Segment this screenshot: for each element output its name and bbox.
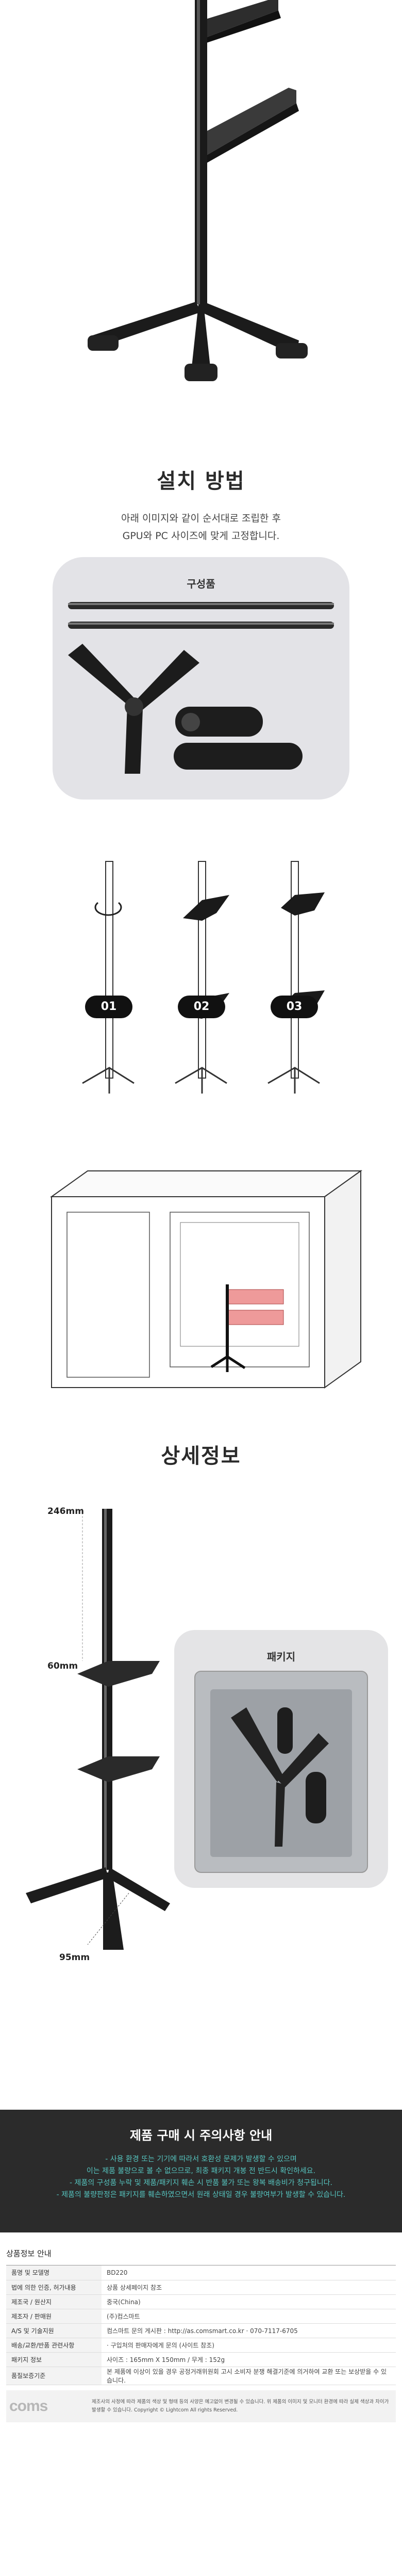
caution-line-4: - 제품의 불량판정은 패키지를 훼손하였으면서 원래 상태일 경우 불량여부가… (56, 2191, 346, 2199)
info-row-key: 품명 및 모델명 (6, 2265, 102, 2280)
info-row-value: · 구입처의 판매자에게 문의 (사이트 참조) (102, 2338, 396, 2353)
package-illustration (194, 1671, 368, 1873)
step-2-label: 02 (178, 996, 225, 1018)
info-row-key: 제조국 / 원산지 (6, 2294, 102, 2309)
install-desc-line2: GPU와 PC 사이즈에 맞게 고정합니다. (122, 530, 280, 542)
install-title: 설치 방법 (157, 469, 245, 493)
info-row-key: 제조자 / 판매원 (6, 2309, 102, 2324)
package-box: 패키지 (174, 1630, 388, 1888)
dimension-height-label: 246mm (47, 1506, 84, 1517)
info-row-key: 품질보증기준 (6, 2367, 102, 2385)
caution-line-3: - 제품의 구성품 누락 및 제품/패키지 훼손 시 반품 불가 또는 왕복 배… (70, 2179, 332, 2187)
dimension-width-label: 60mm (47, 1661, 78, 1671)
caution-title: 제품 구매 시 주의사항 안내 (129, 2128, 273, 2143)
caution-section: 제품 구매 시 주의사항 안내 - 사용 환경 또는 기기에 따라서 호환성 문… (0, 2110, 402, 2232)
info-row-value: 중국(China) (102, 2294, 396, 2309)
components-illustration (68, 602, 334, 774)
info-row-value: 컴스마트 문의 게시판 : http://as.comsmart.co.kr ·… (102, 2323, 396, 2338)
package-label: 패키지 (266, 1651, 296, 1663)
caution-line-2: 이는 제품 불량으로 볼 수 없으므로, 최종 패키지 개봉 전 반드시 확인하… (86, 2167, 316, 2175)
spec-title: 상세정보 (161, 1444, 241, 1468)
info-row-value: (주)컴스마트 (102, 2309, 396, 2324)
install-section: 설치 방법 아래 이미지와 같이 순서대로 조립한 후 GPU와 PC 사이즈에… (0, 413, 402, 1166)
pc-case-illustration (49, 1170, 363, 1389)
info-table-row: 배송/교환/반품 관련사항· 구입처의 판매자에게 문의 (사이트 참조) (6, 2338, 396, 2353)
footer-notice: 제조사의 사정에 따라 제품의 색상 및 형태 등의 사양은 예고없이 변경될 … (92, 2399, 389, 2413)
components-box: 구성품 (53, 557, 349, 800)
assembly-steps-illustration (82, 861, 325, 1094)
step-1-label: 01 (85, 996, 132, 1018)
footer: coms 제조사의 사정에 따라 제품의 색상 및 형태 등의 사양은 예고없이… (6, 2390, 396, 2422)
info-row-value: 사이즈 : 165mm X 150mm / 무게 : 152g (102, 2352, 396, 2367)
stand-dimension-illustration (26, 1509, 170, 1950)
info-row-value: 본 제품에 이상이 있을 경우 공정거래위원회 고시 소비자 분쟁 해결기준에 … (102, 2367, 396, 2385)
hero-section (0, 0, 402, 413)
components-label: 구성품 (187, 578, 215, 590)
install-description: 아래 이미지와 같이 순서대로 조립한 후 GPU와 PC 사이즈에 맞게 고정… (0, 510, 402, 545)
info-row-key: A/S 및 기술지원 (6, 2323, 102, 2338)
info-row-key: 법에 의한 인증, 허가내용 (6, 2280, 102, 2295)
spec-section: 상세정보 246mm 60mm 95mm 패키지 (0, 1403, 402, 2110)
step-3-label: 03 (271, 996, 318, 1018)
info-row-key: 배송/교환/반품 관련사항 (6, 2338, 102, 2353)
install-desc-line1: 아래 이미지와 같이 순서대로 조립한 후 (121, 513, 281, 524)
caution-list: - 사용 환경 또는 기기에 따라서 호환성 문제가 발생할 수 있으며 이는 … (36, 2154, 366, 2201)
stand-hero-illustration (0, 0, 402, 413)
pc-case-section (0, 1166, 402, 1403)
caution-line-1: - 사용 환경 또는 기기에 따라서 호환성 문제가 발생할 수 있으며 (105, 2155, 297, 2163)
info-row-value: 상품 상세페이지 참조 (102, 2280, 396, 2295)
info-row-value: BD220 (102, 2265, 396, 2280)
info-table-row: 제조자 / 판매원(주)컴스마트 (6, 2309, 396, 2324)
info-row-key: 패키지 정보 (6, 2352, 102, 2367)
coms-logo: coms (9, 2397, 48, 2415)
product-info-title: 상품정보 안내 (6, 2248, 396, 2265)
dimension-base-label: 95mm (59, 1952, 90, 1963)
